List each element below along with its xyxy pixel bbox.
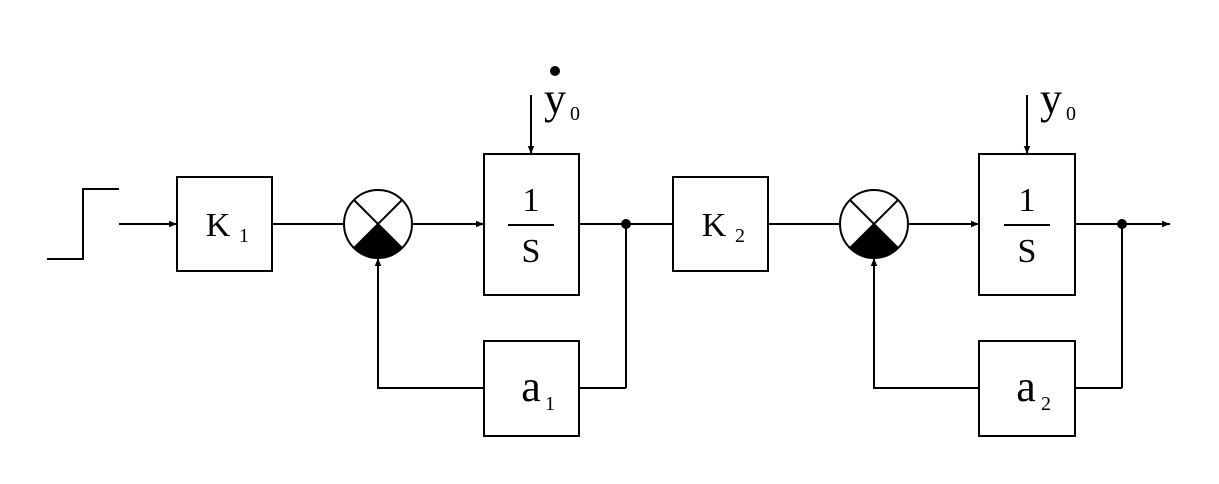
k1-label: K bbox=[206, 207, 231, 244]
block-integrator-1: 1 S bbox=[483, 153, 580, 296]
block-integrator-2: 1 S bbox=[978, 153, 1076, 296]
integrator1-denominator: S bbox=[522, 233, 541, 270]
integrator1-numerator: 1 bbox=[523, 182, 540, 219]
y0-dot-label: y 0 bbox=[544, 66, 580, 125]
derivative-dot bbox=[550, 66, 560, 76]
k1-subscript: 1 bbox=[239, 225, 249, 247]
a1-label: a bbox=[521, 362, 541, 411]
a2-label: a bbox=[1016, 362, 1036, 411]
y0-main: y bbox=[1040, 74, 1062, 123]
block-k2: K 2 bbox=[672, 176, 769, 272]
block-a2: a 2 bbox=[978, 340, 1076, 437]
k2-label: K bbox=[702, 207, 727, 244]
block-k1: K 1 bbox=[176, 176, 273, 272]
integrator2-denominator: S bbox=[1018, 233, 1037, 270]
a1-subscript: 1 bbox=[545, 393, 555, 415]
summing-junction-2 bbox=[839, 189, 909, 259]
block-a1: a 1 bbox=[483, 340, 580, 437]
y0-label: y 0 bbox=[1040, 74, 1076, 125]
y0-subscript: 0 bbox=[1066, 103, 1076, 125]
branch-point-1 bbox=[621, 219, 631, 229]
y0-dot-subscript: 0 bbox=[570, 103, 580, 125]
k2-subscript: 2 bbox=[735, 225, 745, 247]
summing-junction-1 bbox=[343, 189, 413, 259]
feedback2-to-sum2 bbox=[870, 258, 979, 389]
integrator2-numerator: 1 bbox=[1019, 182, 1036, 219]
a2-subscript: 2 bbox=[1041, 393, 1051, 415]
step-input-signal bbox=[47, 188, 119, 260]
y0-dot-main: y bbox=[544, 74, 566, 123]
feedback1-to-sum1 bbox=[374, 258, 484, 389]
branch-point-2 bbox=[1117, 219, 1127, 229]
